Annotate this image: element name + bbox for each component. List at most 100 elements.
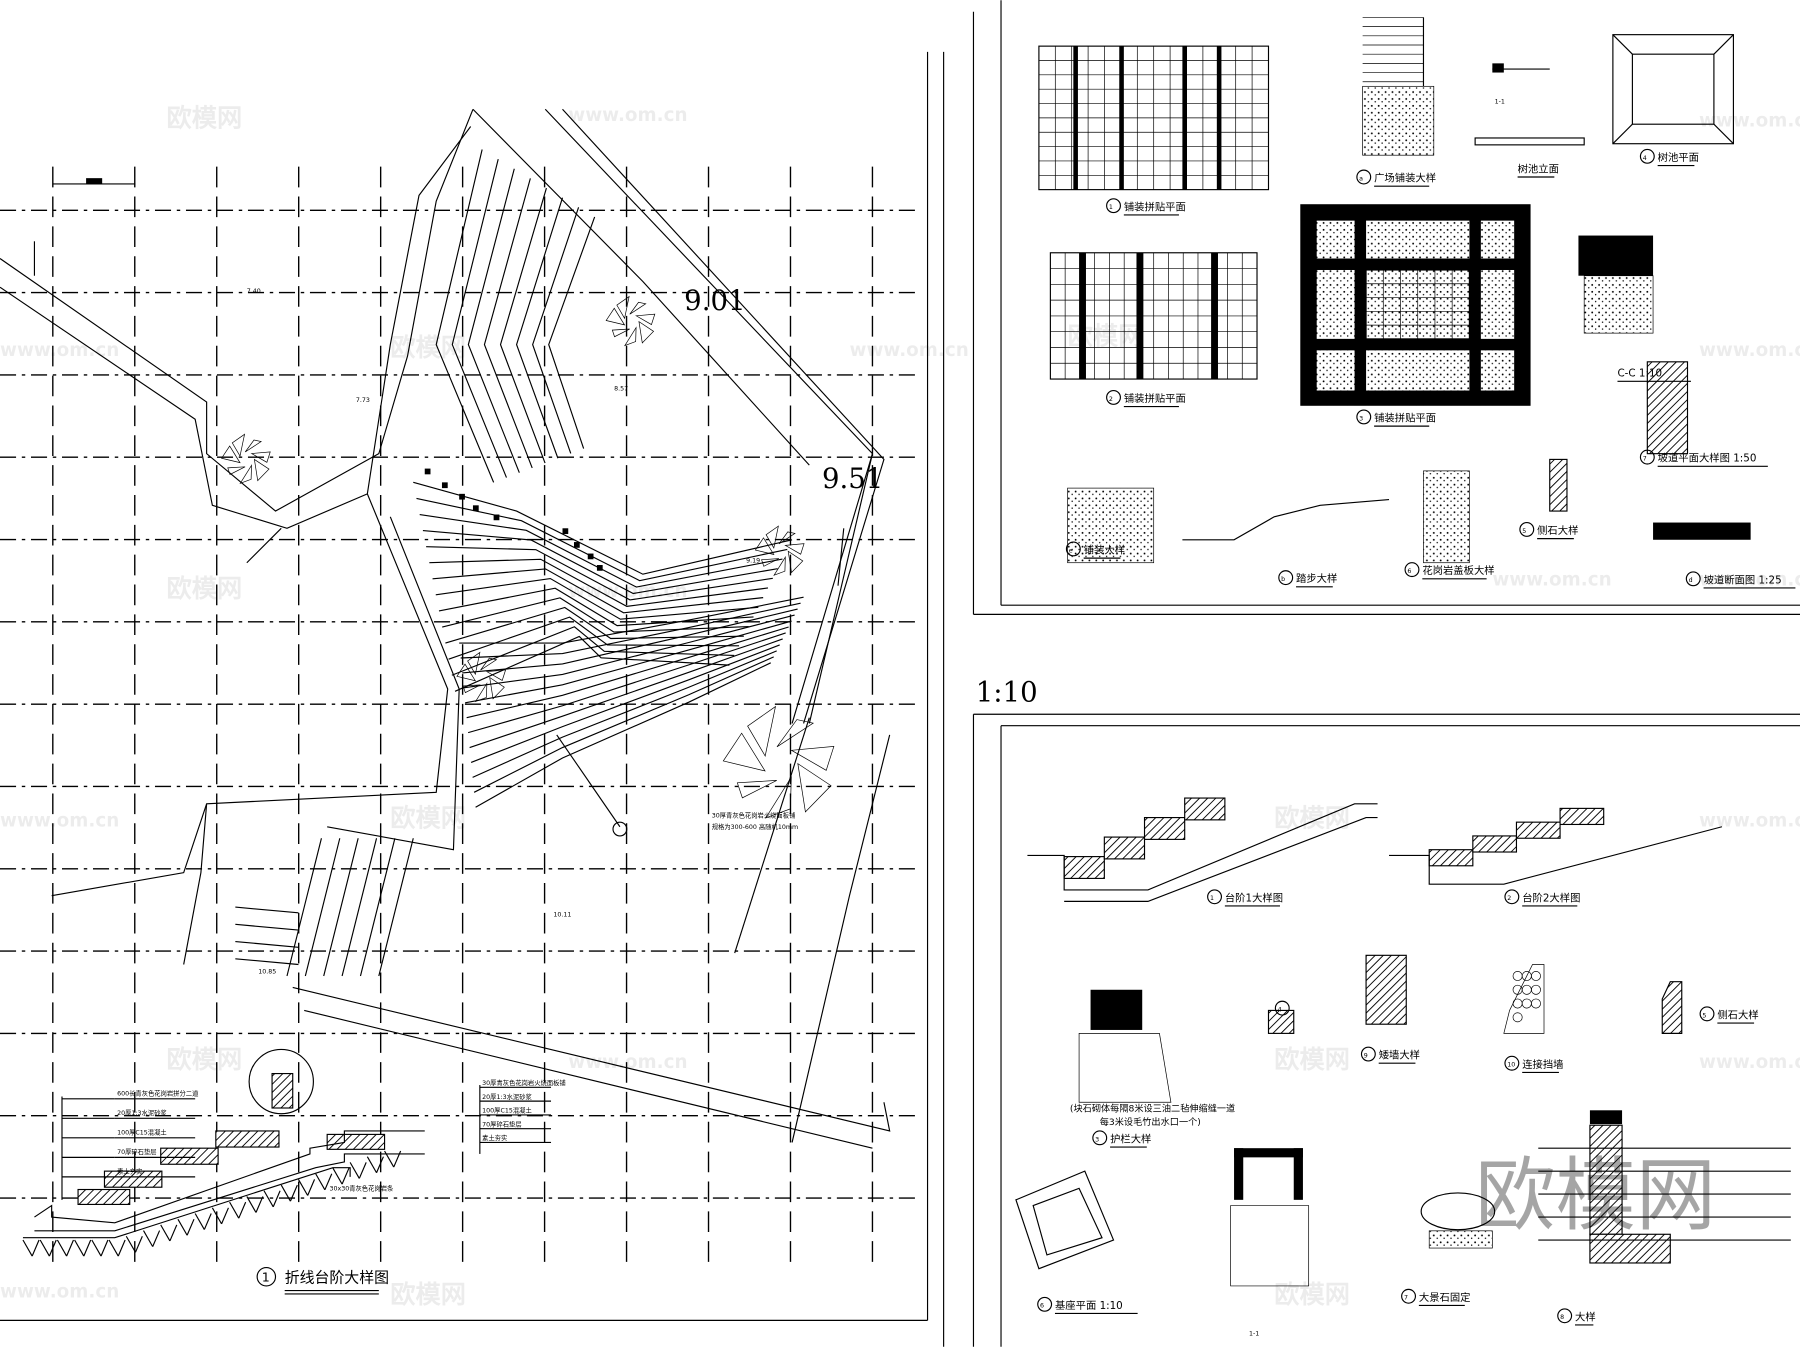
stair-base — [1027, 803, 1378, 891]
layer-label: 70厚碎石垫层 — [117, 1147, 157, 1156]
boulder — [474, 682, 488, 703]
watermark-text: 欧模网 — [166, 103, 242, 132]
curb-section — [1549, 458, 1568, 512]
watermark-text: 欧模网 — [166, 574, 242, 603]
drawing-line — [1713, 34, 1734, 55]
watermark-text: www.om.cn — [568, 1052, 687, 1073]
contour-line — [469, 638, 783, 749]
drawing-line — [341, 1167, 350, 1185]
step-marker — [587, 553, 594, 560]
contour-line — [467, 168, 520, 473]
contour-line — [472, 650, 777, 778]
drawing-line — [91, 1239, 102, 1257]
detail-number: b — [1281, 576, 1285, 583]
paving-stripe — [1073, 46, 1078, 190]
boulder — [221, 445, 241, 464]
detail-number: 2 — [1109, 396, 1113, 403]
drawing-line — [332, 1167, 343, 1185]
contour-line — [435, 149, 495, 483]
detail-number-circle — [1404, 562, 1420, 578]
boulder — [616, 295, 630, 320]
watermark-text: www.om.cn — [1699, 1052, 1800, 1073]
detail-number-circle — [1557, 1308, 1573, 1324]
boulder — [736, 780, 777, 799]
landscape-rock — [1420, 1192, 1496, 1231]
watermark-text: 欧模网 — [1274, 804, 1350, 833]
step-marker — [493, 514, 500, 521]
detail-number: 10 — [1507, 1062, 1515, 1069]
drawing-line — [297, 1179, 309, 1196]
boulder — [456, 663, 477, 682]
boulder — [747, 705, 776, 757]
detail-number-circle — [1356, 409, 1372, 425]
watermark-logo: 欧模网 — [1475, 1148, 1716, 1242]
drawing-line — [255, 1196, 264, 1213]
boulder — [227, 466, 246, 475]
watermark-text: www.om.cn — [568, 105, 687, 126]
base-plan — [1032, 1187, 1103, 1256]
boulder — [778, 531, 796, 545]
paving-plan — [1300, 204, 1531, 406]
drawing-line — [221, 1207, 229, 1225]
boulder — [611, 328, 630, 338]
step-section: 600长青灰色花岗岩拼分二道20厚1:3水泥砂浆100厚C15混凝土70厚碎石垫… — [22, 1048, 566, 1257]
boulder — [250, 451, 271, 463]
detail-number: e — [1069, 547, 1073, 554]
stair-tread — [1515, 821, 1561, 839]
tree-pit-plan — [1631, 53, 1715, 125]
drawing-line — [349, 1162, 360, 1179]
detail-title: 广场铺装大样 — [1374, 172, 1436, 185]
detail-number: 9 — [1364, 1052, 1368, 1059]
foundation — [1267, 1009, 1295, 1034]
drawing-line — [376, 1156, 384, 1173]
watermark-text: www.om.cn — [0, 1281, 119, 1302]
section-label: 1-1 — [1495, 99, 1505, 106]
boulder — [797, 762, 832, 813]
base-plan — [1015, 1170, 1115, 1270]
detail-title: 折线台阶大样图 — [285, 1268, 389, 1286]
drawing-line — [100, 1239, 109, 1257]
detail-title: 连接挡墙 — [1522, 1058, 1563, 1071]
detail-number-circle — [1092, 1130, 1108, 1146]
low-wall — [1365, 954, 1407, 1025]
detail-title: 铺装大样 — [1084, 544, 1125, 557]
granite-cover — [1423, 470, 1470, 564]
drawing-line — [31, 1239, 40, 1257]
dimension-mark — [86, 178, 103, 184]
contour-line — [451, 158, 508, 478]
detail-title: C-C 1:10 — [1617, 368, 1662, 380]
detail-number-circle — [1401, 1288, 1417, 1304]
detail-number-circle — [1504, 1055, 1520, 1071]
elevation-label: 8.57 — [614, 386, 628, 393]
drawing-line — [229, 1201, 240, 1219]
contour-line — [426, 546, 773, 601]
pier-cap — [1234, 1148, 1303, 1158]
detail-title: 侧石大样 — [1537, 524, 1578, 537]
paving-band — [1469, 204, 1481, 406]
stair-tread — [1559, 807, 1605, 826]
drawing-line — [1612, 123, 1633, 145]
drawing-line — [203, 1213, 212, 1230]
boulder — [489, 676, 505, 700]
boulder — [624, 326, 637, 347]
pier-side — [1293, 1148, 1303, 1200]
watermark-text: 欧模网 — [390, 333, 466, 362]
rubble-stone — [1521, 998, 1532, 1009]
curb-section — [1661, 981, 1683, 1034]
drawing-line — [307, 1179, 316, 1196]
watermark-text: 欧模网 — [1068, 322, 1144, 351]
contour-line — [432, 568, 764, 614]
watermark-text: 欧模网 — [1274, 1045, 1350, 1074]
contour-line — [548, 216, 596, 449]
detail-title: 台阶1大样图 — [1225, 891, 1283, 904]
boulder — [638, 320, 655, 344]
drawing-line — [358, 1162, 367, 1179]
paving-stripe — [1119, 46, 1124, 190]
boulder — [635, 313, 656, 326]
curb-foundation — [1583, 275, 1654, 334]
watermark-text: 欧模网 — [1274, 1280, 1350, 1309]
contour-line — [416, 497, 788, 582]
detail-number-circle — [1356, 169, 1372, 185]
drawing-line — [108, 1239, 119, 1257]
